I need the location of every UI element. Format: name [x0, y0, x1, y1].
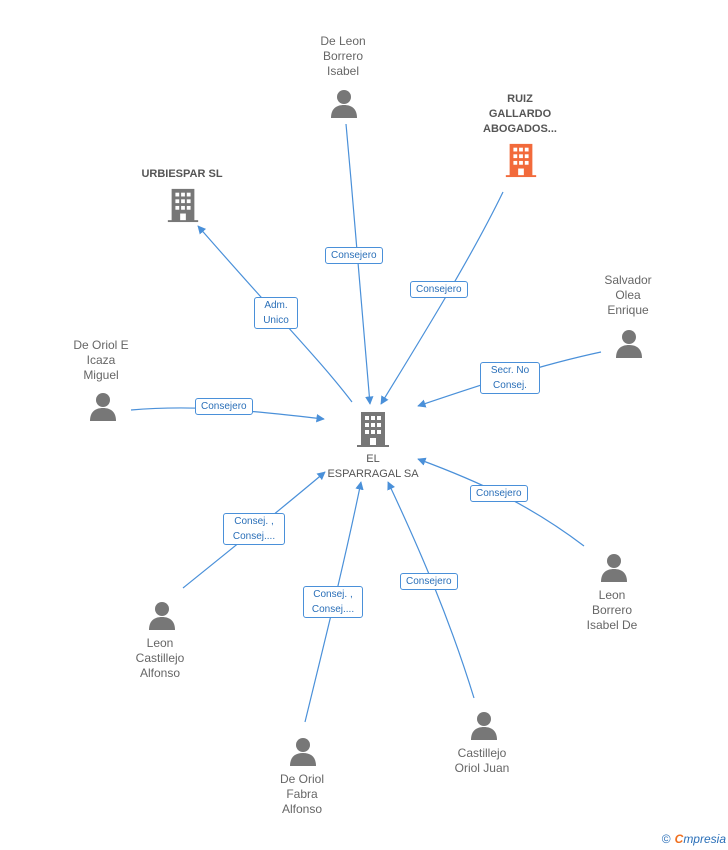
- edge-ruiz: [380, 191, 504, 405]
- person-icon: [149, 602, 175, 630]
- edge-label-deoriolicaza: Consejero: [195, 398, 253, 415]
- node-deoriolicaza[interactable]: De Oriol E Icaza Miguel: [51, 338, 151, 421]
- edge-label-deleonborrero: Consejero: [325, 247, 383, 264]
- person-icon: [471, 712, 497, 740]
- edge-label-castillejo: Consejero: [400, 573, 458, 590]
- node-deoriolfabra-label: De Oriol Fabra Alfonso: [279, 772, 324, 816]
- edge-castillejo: [387, 481, 475, 699]
- node-salvador-label: Salvador Olea Enrique: [604, 273, 652, 317]
- node-deleonborrero-label: De Leon Borrero Isabel: [320, 34, 366, 78]
- copyright-symbol: ©: [661, 832, 671, 846]
- edge-label-salvador: Secr. No Consej.: [480, 362, 540, 394]
- edge-deleonborrero: [345, 123, 374, 405]
- node-urbiespar[interactable]: URBIESPAR SL: [122, 167, 242, 223]
- building-icon: [167, 188, 199, 223]
- node-deoriolicaza-label: De Oriol E Icaza Miguel: [73, 338, 129, 382]
- person-icon: [290, 738, 316, 766]
- node-deleonborrero[interactable]: De Leon Borrero Isabel: [293, 34, 393, 118]
- brand-initial: C: [674, 832, 684, 846]
- node-ruiz-label: RUIZ GALLARDO ABOGADOS...: [483, 93, 557, 135]
- node-leoncastillejo-label: Leon Castillejo Alfonso: [135, 636, 185, 680]
- node-leonborrero[interactable]: Leon Borrero Isabel De: [562, 553, 662, 633]
- node-urbiespar-label: URBIESPAR SL: [141, 168, 223, 180]
- building-icon: [505, 143, 537, 178]
- node-deoriolfabra[interactable]: De Oriol Fabra Alfonso: [252, 737, 352, 817]
- edge-label-deoriolfabra: Consej. , Consej....: [303, 586, 363, 618]
- node-leoncastillejo[interactable]: Leon Castillejo Alfonso: [110, 601, 210, 681]
- edge-urbiespar: [197, 225, 353, 403]
- node-center-label: EL ESPARRAGAL SA: [327, 453, 419, 480]
- building-icon: [357, 412, 389, 447]
- edge-label-leonborrero: Consejero: [470, 485, 528, 502]
- node-leonborrero-label: Leon Borrero Isabel De: [586, 588, 638, 632]
- node-castillejo-label: Castillejo Oriol Juan: [454, 746, 510, 775]
- brand-name: mpresia: [683, 832, 726, 846]
- person-icon: [331, 90, 357, 118]
- edge-label-ruiz: Consejero: [410, 281, 468, 298]
- node-center[interactable]: EL ESPARRAGAL SA: [313, 410, 433, 482]
- edge-label-leoncastillejo: Consej. , Consej....: [223, 513, 285, 545]
- person-icon: [616, 330, 642, 358]
- node-salvador[interactable]: Salvador Olea Enrique: [578, 273, 678, 358]
- person-icon: [601, 554, 627, 582]
- footer-brand[interactable]: ©Cmpresia: [662, 832, 726, 846]
- node-castillejo[interactable]: Castillejo Oriol Juan: [432, 711, 532, 776]
- node-ruiz[interactable]: RUIZ GALLARDO ABOGADOS...: [460, 92, 580, 178]
- edge-leonborrero: [417, 457, 585, 547]
- person-icon: [90, 393, 116, 421]
- edge-label-urbiespar: Adm. Unico: [254, 297, 298, 329]
